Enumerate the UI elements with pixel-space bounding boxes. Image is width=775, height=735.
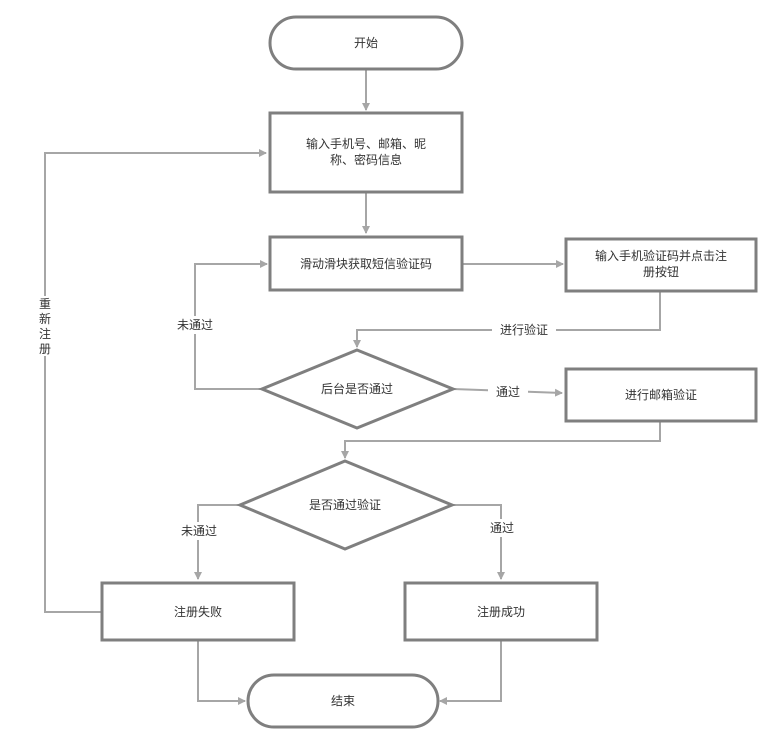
input-info-box bbox=[268, 111, 464, 194]
re-register-char-2: 新 bbox=[39, 311, 51, 326]
edge-regfail-to-end bbox=[197, 640, 246, 705]
passed-2-label: 通过 bbox=[490, 521, 514, 535]
not-passed-1-label-bg bbox=[170, 316, 220, 334]
not-passed-1-label: 未通过 bbox=[177, 318, 213, 332]
reg-success-label: 注册成功 bbox=[477, 604, 525, 619]
edge-regfail-to-input bbox=[44, 149, 267, 613]
enter-code-box bbox=[564, 237, 758, 293]
backend-check-label: 后台是否通过 bbox=[321, 381, 393, 396]
passed-1-label: 通过 bbox=[496, 385, 520, 399]
reg-fail-box bbox=[100, 581, 296, 642]
end-terminal bbox=[246, 673, 440, 729]
node-labels: 开始 输入手机号、邮箱、昵 称、密码信息 滑动滑块获取短信验证码 输入手机验证码… bbox=[174, 36, 727, 708]
edge-labels: 进行验证 未通过 通过 未通过 通过 重 新 注 册 bbox=[37, 296, 556, 540]
passed-1-label-bg bbox=[488, 383, 528, 401]
verify-check-diamond bbox=[236, 459, 456, 551]
edge-email-to-verify bbox=[341, 421, 661, 459]
email-verify-label: 进行邮箱验证 bbox=[625, 387, 697, 402]
do-verify-label: 进行验证 bbox=[500, 322, 548, 337]
input-info-label-line1: 输入手机号、邮箱、昵 bbox=[306, 136, 426, 151]
re-register-char-3: 注 bbox=[39, 326, 51, 341]
end-label: 结束 bbox=[331, 694, 355, 708]
reg-fail-label: 注册失败 bbox=[174, 604, 222, 619]
shapes bbox=[100, 15, 758, 729]
re-register-char-1: 重 bbox=[39, 297, 51, 311]
backend-check-diamond bbox=[258, 348, 457, 430]
not-passed-2-label-bg bbox=[174, 522, 224, 540]
reg-success-box bbox=[403, 581, 599, 642]
start-label: 开始 bbox=[354, 36, 378, 50]
re-register-label-bg bbox=[37, 296, 54, 356]
slide-captcha-label: 滑动滑块获取短信验证码 bbox=[300, 256, 432, 271]
input-info-label-line2: 称、密码信息 bbox=[330, 152, 402, 167]
do-verify-label-bg bbox=[492, 321, 556, 339]
edge-verify-pass-to-regsuccess bbox=[452, 504, 505, 580]
edge-regsuccess-to-end bbox=[439, 640, 502, 705]
start-terminal bbox=[268, 15, 464, 71]
re-register-char-4: 册 bbox=[39, 342, 51, 356]
edge-verify-fail-to-regfail bbox=[194, 504, 240, 580]
slide-captcha-box bbox=[268, 235, 464, 292]
email-verify-box bbox=[564, 367, 758, 423]
not-passed-2-label: 未通过 bbox=[181, 524, 217, 538]
passed-2-label-bg bbox=[483, 519, 521, 537]
enter-code-label-line2: 册按钮 bbox=[643, 264, 679, 279]
enter-code-label-line1: 输入手机验证码并点击注 bbox=[595, 248, 727, 263]
verify-check-label: 是否通过验证 bbox=[309, 497, 381, 512]
